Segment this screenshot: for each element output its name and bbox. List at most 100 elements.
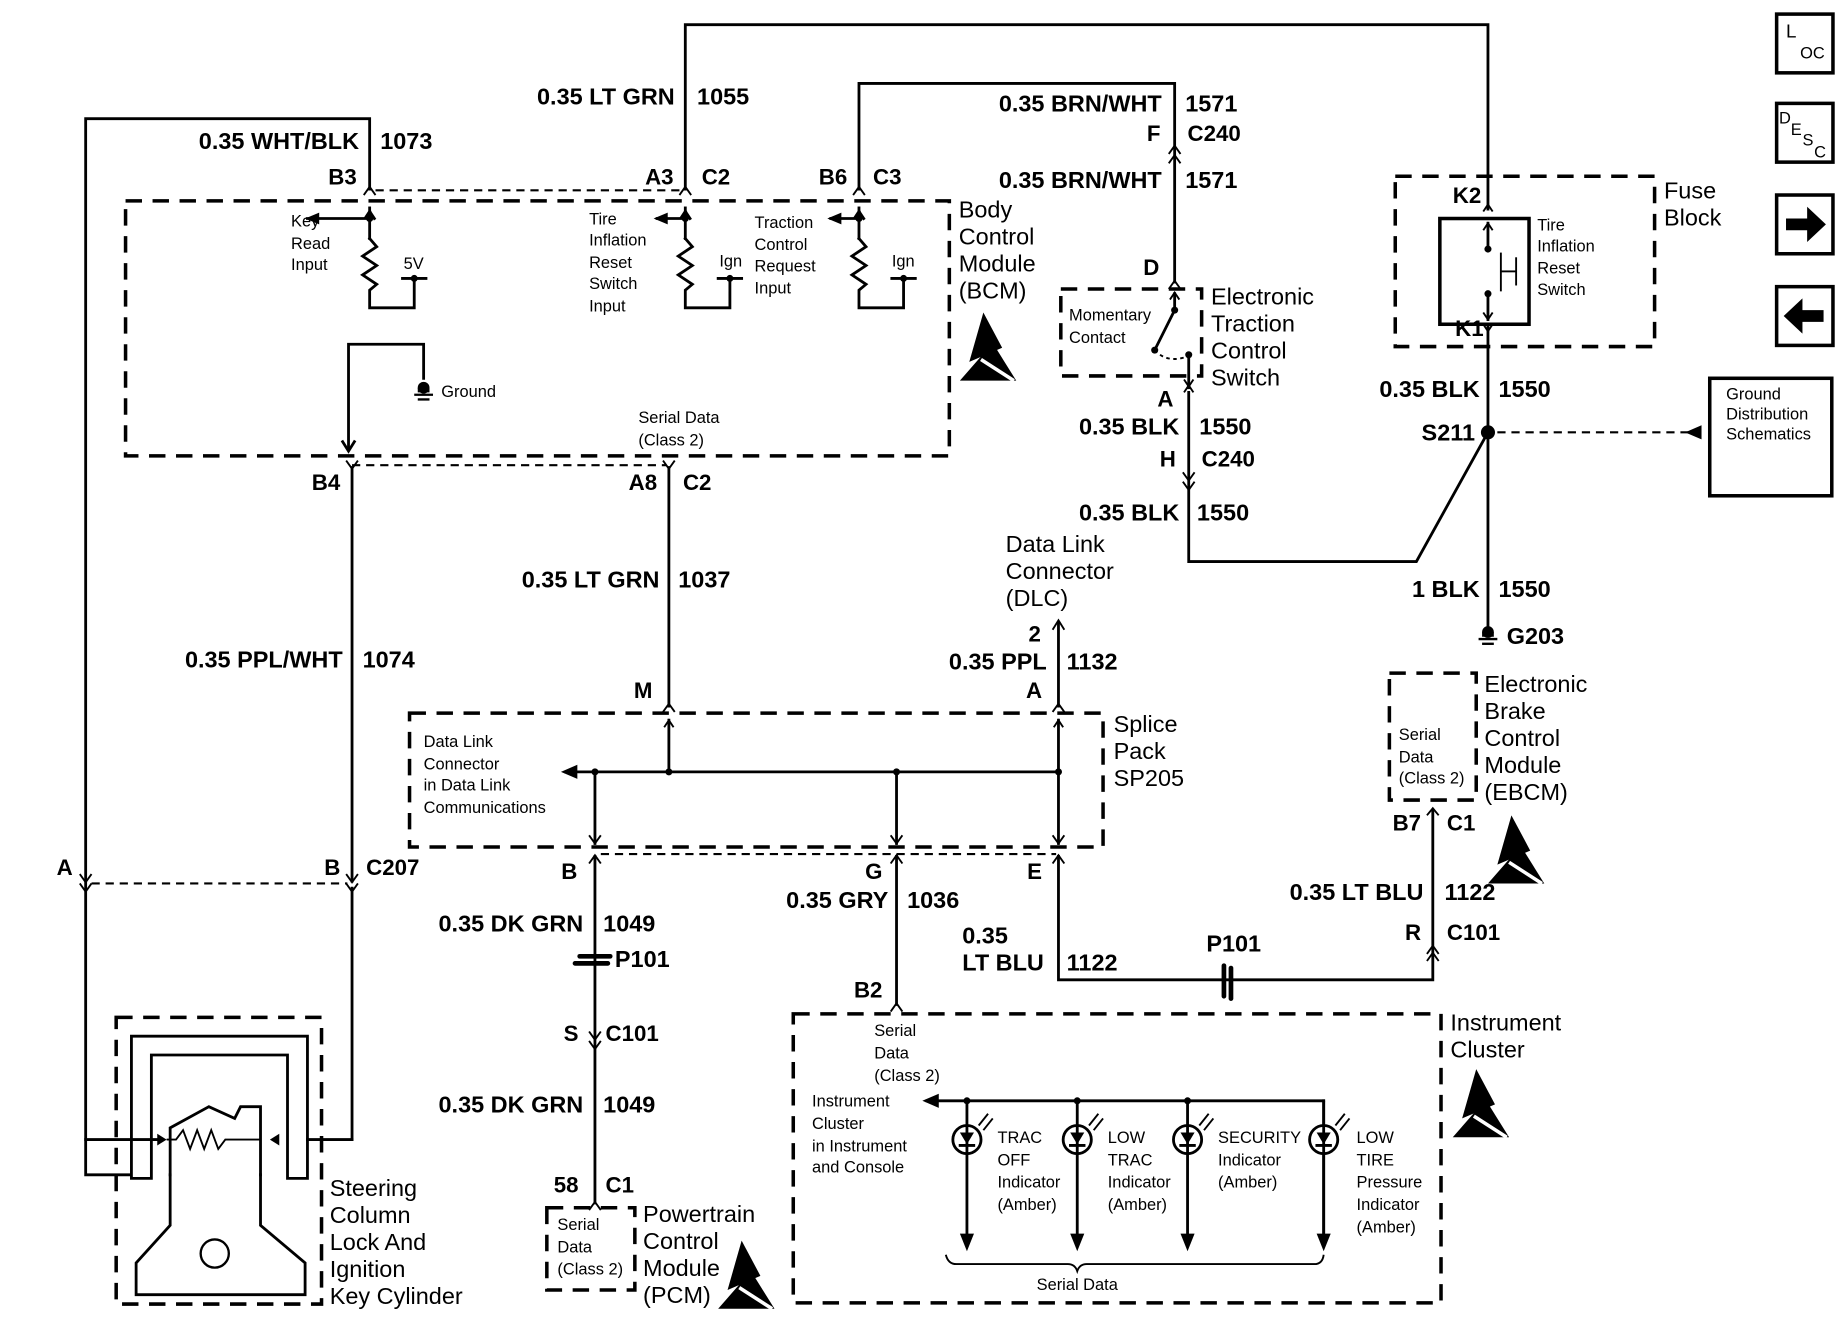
svg-text:(Class 2): (Class 2): [638, 431, 704, 449]
circuit-number: 1074: [363, 646, 415, 672]
svg-text:(PCM): (PCM): [643, 1282, 711, 1308]
indicator-label: Indicator: [997, 1174, 1060, 1192]
esd-warning-icon: [1450, 1067, 1511, 1139]
svg-text:D: D: [1143, 255, 1159, 280]
svg-text:Electronic: Electronic: [1484, 671, 1587, 697]
indicator-label: (Amber): [997, 1196, 1056, 1214]
svg-text:B6: B6: [819, 164, 847, 189]
indicator-label: LOW: [1357, 1129, 1395, 1147]
svg-text:Input: Input: [291, 256, 328, 274]
circuit-number: 1550: [1197, 499, 1249, 525]
svg-text:B7: B7: [1393, 811, 1421, 836]
svg-text:C2: C2: [683, 470, 711, 495]
indicator-label: (Amber): [1218, 1174, 1277, 1192]
svg-text:(Class 2): (Class 2): [874, 1067, 940, 1085]
svg-text:Input: Input: [755, 280, 792, 298]
p101-connector-icon: [572, 953, 613, 966]
svg-text:Control: Control: [959, 223, 1035, 249]
svg-text:Reset: Reset: [589, 254, 632, 272]
prev-page-button[interactable]: [1774, 284, 1835, 348]
desc-letter-s: S: [1802, 132, 1813, 150]
svg-text:(DLC): (DLC): [1006, 585, 1069, 611]
svg-text:Electronic: Electronic: [1211, 283, 1314, 309]
wire-label: LT BLU: [962, 949, 1044, 975]
svg-text:Ground: Ground: [441, 383, 496, 401]
svg-text:Block: Block: [1664, 205, 1722, 231]
svg-text:(BCM): (BCM): [959, 277, 1027, 303]
svg-text:Ign: Ign: [892, 253, 915, 271]
svg-text:Key: Key: [291, 213, 320, 231]
svg-text:Traction: Traction: [755, 214, 814, 232]
p101-connector-icon: [1221, 963, 1234, 1001]
svg-text:Switch: Switch: [589, 275, 637, 293]
svg-text:Inflation: Inflation: [589, 232, 646, 250]
svg-text:Switch: Switch: [1537, 281, 1585, 299]
svg-text:Pack: Pack: [1114, 738, 1166, 764]
svg-text:Steering: Steering: [330, 1175, 417, 1201]
loc-button[interactable]: L OC: [1774, 12, 1835, 75]
svg-text:2: 2: [1028, 621, 1040, 646]
esd-warning-icon: [1486, 813, 1547, 886]
wire-label: 0.35 BLK: [1079, 414, 1179, 440]
svg-text:A: A: [1026, 678, 1042, 703]
circuit-number: 1571: [1185, 167, 1237, 193]
left-arrow-icon: [1783, 298, 1824, 334]
indicator-label: Pressure: [1357, 1174, 1423, 1192]
svg-text:Tire: Tire: [1537, 216, 1565, 234]
svg-text:Serial: Serial: [1399, 726, 1441, 744]
wire-label: 0.35 BLK: [1379, 376, 1479, 402]
svg-text:F: F: [1147, 121, 1161, 146]
indicator-label: Indicator: [1108, 1174, 1171, 1192]
svg-text:K2: K2: [1453, 183, 1481, 208]
ground-icon: [1477, 625, 1499, 645]
svg-text:Request: Request: [755, 257, 817, 275]
svg-text:Switch: Switch: [1211, 364, 1280, 390]
svg-text:Serial: Serial: [557, 1216, 599, 1234]
svg-text:Tire: Tire: [589, 210, 617, 228]
svg-text:B4: B4: [312, 470, 341, 495]
svg-text:Data Link: Data Link: [1006, 531, 1105, 557]
svg-text:H: H: [1160, 446, 1176, 471]
svg-text:E: E: [1027, 859, 1042, 884]
loc-sub: OC: [1800, 45, 1825, 63]
svg-text:C101: C101: [1447, 920, 1500, 945]
instrument-cluster: Serial Data (Class 2) Instrument Cluster…: [791, 1009, 1562, 1305]
svg-text:C1: C1: [1447, 811, 1475, 836]
svg-text:M: M: [634, 678, 653, 703]
circuit-number: 1550: [1499, 576, 1551, 602]
svg-text:Powertrain: Powertrain: [643, 1201, 755, 1227]
circuit-number: 1036: [907, 887, 959, 913]
svg-text:Key Cylinder: Key Cylinder: [330, 1283, 463, 1309]
desc-button[interactable]: D E S C: [1774, 101, 1835, 164]
svg-text:Traction: Traction: [1211, 310, 1295, 336]
ground-distribution-link[interactable]: Ground Distribution Schematics: [1707, 376, 1834, 498]
svg-text:P101: P101: [615, 946, 670, 972]
svg-text:C1: C1: [606, 1172, 634, 1197]
svg-text:Module: Module: [643, 1255, 720, 1281]
esd-warning-icon: [716, 1238, 777, 1311]
circuit-number: 1037: [678, 566, 730, 592]
svg-text:Lock And: Lock And: [330, 1229, 427, 1255]
indicator-label: LOW: [1108, 1129, 1146, 1147]
svg-text:(Class 2): (Class 2): [1399, 770, 1465, 788]
bcm-module: Body Control Module (BCM) Key Read Input…: [123, 196, 1036, 458]
svg-text:P101: P101: [1206, 931, 1261, 957]
svg-text:B3: B3: [328, 164, 356, 189]
circuit-number: 1132: [1067, 649, 1118, 675]
wire-label: 0.35 PPL/WHT: [185, 646, 343, 672]
wire-1550: [1187, 390, 1490, 563]
circuit-number: 1049: [603, 1092, 655, 1118]
svg-text:Instrument: Instrument: [812, 1093, 890, 1111]
circuit-number: 1122: [1067, 949, 1118, 975]
next-page-button[interactable]: [1774, 193, 1835, 256]
desc-letter-c: C: [1814, 143, 1826, 161]
indicator-label: Indicator: [1218, 1151, 1281, 1169]
svg-text:C240: C240: [1202, 446, 1255, 471]
svg-text:Data: Data: [557, 1238, 593, 1256]
svg-text:R: R: [1405, 920, 1421, 945]
wire-label: 0.35 BRN/WHT: [999, 91, 1163, 117]
svg-text:Ign: Ign: [719, 253, 742, 271]
